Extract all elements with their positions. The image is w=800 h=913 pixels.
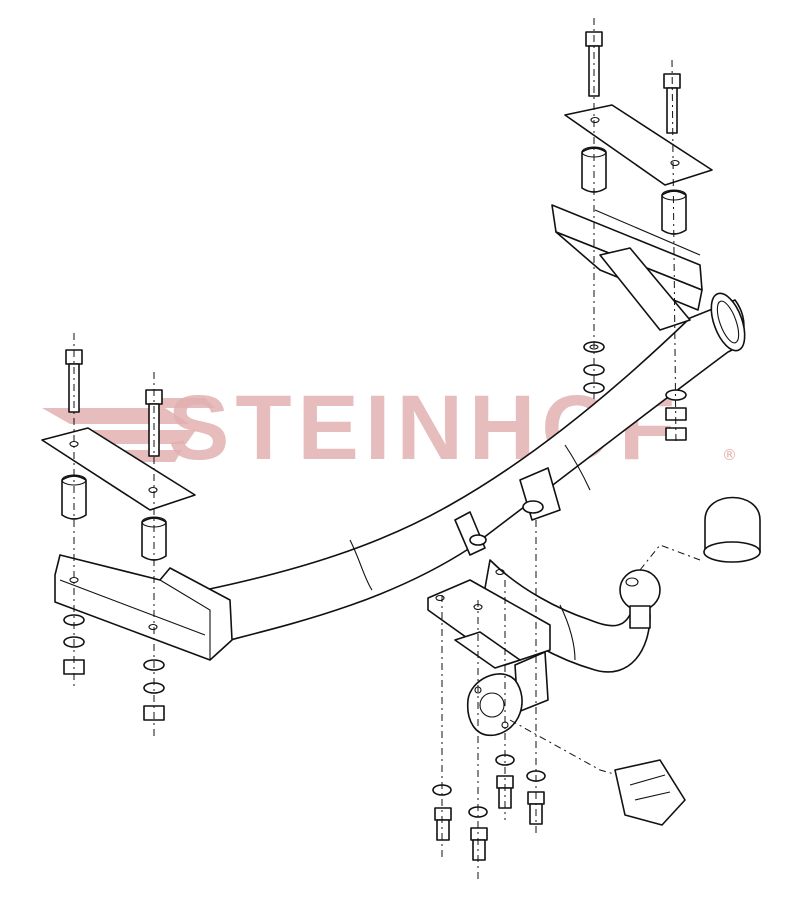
- socket-plate: [454, 631, 549, 736]
- lower-mounting-plate: [427, 568, 551, 666]
- crossbar-tube: [204, 292, 746, 641]
- center-clamp-brackets: [454, 467, 561, 556]
- tow-ball: [619, 569, 661, 629]
- right-spacer-tubes: [581, 146, 687, 235]
- right-fixing-plate: [564, 104, 713, 186]
- wiring-connector: [509, 719, 686, 826]
- registered-mark: ®: [722, 446, 737, 464]
- lower-center-lines: [441, 520, 537, 880]
- right-mounting-bracket: [551, 204, 703, 331]
- tow-ball-cover-cap: [639, 496, 761, 571]
- left-center-lines: [73, 333, 155, 738]
- left-mounting-bracket: [54, 554, 233, 661]
- lower-bolts: [432, 754, 546, 861]
- right-center-lines: [593, 18, 677, 446]
